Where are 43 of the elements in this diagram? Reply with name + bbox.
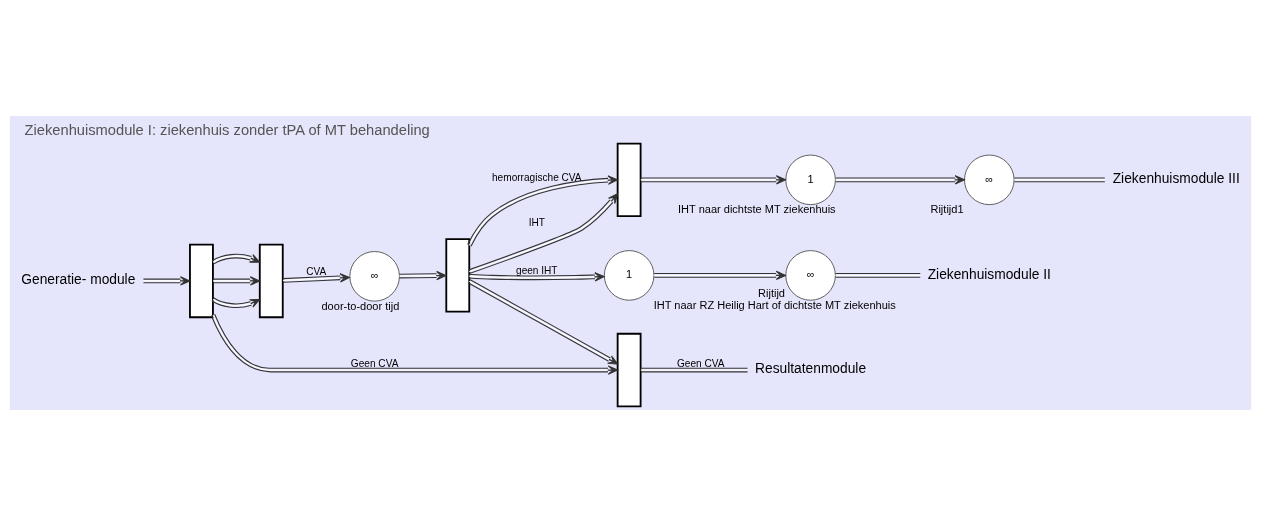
node-label: Rijtijd: [758, 286, 785, 299]
arrow: [398, 270, 447, 280]
diagram-title: Ziekenhuismodule I: ziekenhuis zonder tPA of MT behandeling: [24, 121, 430, 138]
node-text: Generatie- module: [21, 271, 136, 287]
node-box: [258, 243, 284, 318]
node-circle: ∞: [349, 250, 400, 302]
edge-label: CVA: [306, 265, 327, 277]
node-text: Resultatenmodule: [755, 360, 867, 376]
node-box: [616, 142, 642, 217]
arrow: [835, 174, 965, 185]
connector: [835, 272, 921, 278]
arrow: [640, 174, 787, 185]
node-box: [616, 332, 642, 407]
edge-label: Geen CVA: [677, 357, 725, 369]
node-label: IHT naar RZ Heilig Hart of dichtste MT ziekenhuis: [653, 298, 896, 311]
arrow: [282, 272, 351, 283]
arrow: [211, 253, 261, 264]
arrow: [467, 278, 619, 365]
arrow: [142, 275, 191, 286]
node-label: Rijtijd1: [930, 202, 964, 215]
node-box: [189, 243, 214, 318]
edge-label: geen IHT: [516, 264, 558, 276]
arrow: [211, 296, 261, 308]
arrow: [467, 175, 618, 247]
arrow: [212, 275, 261, 286]
node-circle: ∞: [785, 249, 836, 301]
arrow: [468, 192, 619, 274]
arrow: [210, 313, 619, 375]
connector: [640, 367, 749, 372]
node-box: [445, 237, 471, 313]
node-circle: ∞: [964, 154, 1015, 205]
node-label: door-to-door tijd: [321, 299, 400, 312]
edge-label: Geen CVA: [350, 357, 399, 369]
node-circle: 1: [785, 154, 836, 205]
node-text: Ziekenhuismodule III: [1112, 170, 1240, 186]
edge-label: IHT: [528, 216, 545, 228]
connector: [1013, 176, 1106, 182]
arrow: [653, 270, 787, 280]
node-text: Ziekenhuismodule II: [927, 266, 1051, 282]
arrow: [468, 271, 605, 282]
edge-label: hemorragische CVA: [492, 171, 582, 183]
node-circle: 1: [603, 249, 655, 301]
node-label: IHT naar dichtste MT ziekenhuis: [678, 202, 836, 215]
